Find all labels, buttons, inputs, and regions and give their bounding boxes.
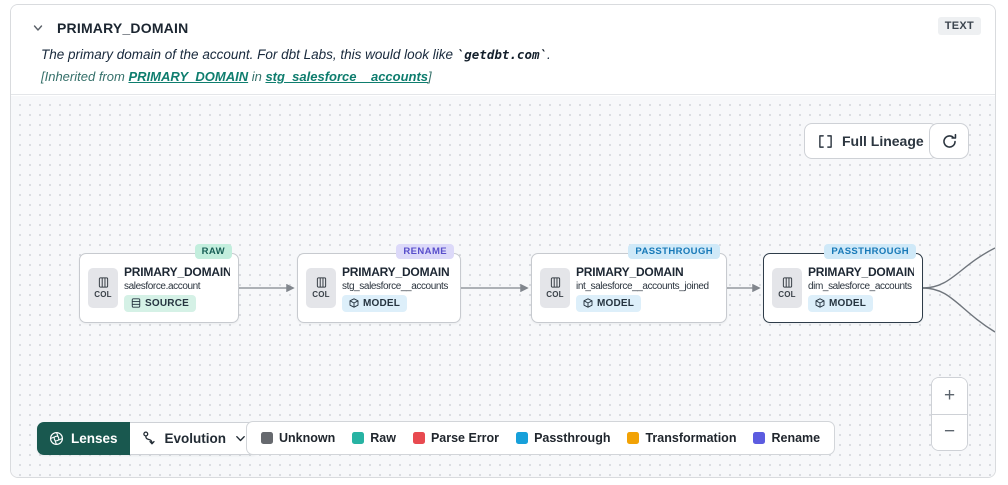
node-title: PRIMARY_DOMAIN (808, 264, 914, 279)
lineage-canvas[interactable]: RAW COL PRIMARY_DOMAIN__C salesforce.acc… (11, 96, 995, 477)
legend-swatch (516, 432, 529, 444)
node-subtitle: int_salesforce__accounts_joined (576, 280, 709, 292)
lens-selector[interactable]: Evolution (129, 422, 260, 455)
legend-item: Rename (753, 431, 820, 445)
lineage-node[interactable]: PASSTHROUGH COL PRIMARY_DOMAIN dim_sales… (763, 244, 923, 323)
col-chip: COL (772, 268, 802, 308)
full-lineage-label: Full Lineage (842, 133, 924, 149)
resource-tag-label: MODEL (363, 297, 401, 309)
col-chip: COL (540, 268, 570, 308)
fullscreen-icon (819, 134, 832, 148)
evolution-route-icon (142, 431, 155, 445)
zoom-in-button[interactable]: + (932, 378, 967, 415)
type-badge: TEXT (937, 17, 981, 35)
lineage-node[interactable]: PASSTHROUGH COL PRIMARY_DOMAIN int_sales… (531, 244, 727, 323)
lineage-panel: PRIMARY_DOMAIN TEXT The primary domain o… (10, 4, 996, 478)
zoom-out-button[interactable]: − (932, 414, 967, 450)
full-lineage-button[interactable]: Full Lineage (804, 123, 938, 159)
col-chip: COL (306, 268, 336, 308)
legend-swatch (352, 432, 365, 444)
resource-tag: MODEL (808, 294, 874, 312)
column-description: The primary domain of the account. For d… (41, 47, 551, 62)
legend-item: Passthrough (516, 431, 610, 445)
lenses-group: Lenses Evolution (37, 422, 260, 455)
node-subtitle: stg_salesforce__accounts (342, 280, 449, 292)
evolution-badge: PASSTHROUGH (628, 244, 720, 259)
legend-swatch (753, 432, 766, 444)
node-title: PRIMARY_DOMAIN (576, 264, 684, 279)
lenses-label: Lenses (71, 431, 118, 446)
column-title: PRIMARY_DOMAIN (57, 20, 189, 36)
legend-item: Unknown (261, 431, 335, 445)
node-title: PRIMARY_DOMAIN (342, 264, 450, 279)
legend-label: Passthrough (534, 431, 611, 445)
resource-tag-label: MODEL (829, 297, 867, 309)
selected-lens-label: Evolution (164, 431, 227, 446)
col-chip-label: COL (778, 290, 796, 299)
col-chip-label: COL (312, 290, 330, 299)
col-chip-label: COL (546, 290, 564, 299)
inherited-column-link[interactable]: PRIMARY_DOMAIN (128, 69, 249, 84)
refresh-icon (942, 133, 956, 148)
aperture-icon (49, 431, 64, 446)
model-cube-icon (583, 298, 593, 308)
legend-label: Parse Error (430, 431, 500, 445)
columns-icon (782, 277, 792, 288)
evolution-badge: RENAME (396, 244, 454, 259)
model-cube-icon (349, 298, 359, 308)
legend-swatch (412, 432, 425, 444)
legend-swatch (627, 432, 640, 444)
database-icon (131, 298, 141, 308)
node-subtitle: dim_salesforce_accounts (808, 280, 912, 292)
resource-tag: MODEL (576, 294, 642, 312)
legend-label: Unknown (279, 431, 336, 445)
refresh-button[interactable] (929, 123, 969, 159)
evolution-legend: Unknown Raw Parse Error Passthrough Tran… (246, 421, 836, 455)
zoom-controls: + − (931, 377, 968, 451)
resource-tag: SOURCE (124, 294, 196, 312)
chevron-down-icon (236, 435, 245, 442)
model-cube-icon (815, 298, 825, 308)
inherited-note: [Inherited from PRIMARY_DOMAIN in stg_sa… (41, 69, 432, 84)
node-title: PRIMARY_DOMAIN__C (124, 264, 230, 279)
legend-label: Raw (370, 431, 396, 445)
legend-item: Parse Error (412, 431, 500, 445)
lineage-node[interactable]: RENAME COL PRIMARY_DOMAIN stg_salesforce… (297, 244, 461, 323)
columns-icon (316, 277, 326, 288)
legend-item: Transformation (627, 431, 736, 445)
column-header: PRIMARY_DOMAIN TEXT The primary domain o… (11, 5, 995, 95)
legend-item: Raw (352, 431, 396, 445)
legend-swatch (261, 432, 273, 444)
resource-tag-label: SOURCE (145, 297, 189, 309)
code-snippet: `getdbt.com` (456, 47, 548, 62)
resource-tag-label: MODEL (597, 297, 635, 309)
evolution-badge: RAW (194, 244, 232, 259)
columns-icon (550, 277, 560, 288)
node-subtitle: salesforce.account (124, 280, 201, 292)
lineage-node[interactable]: RAW COL PRIMARY_DOMAIN__C salesforce.acc… (79, 244, 239, 323)
legend-label: Rename (771, 431, 821, 445)
columns-icon (98, 277, 108, 288)
col-chip-label: COL (94, 290, 112, 299)
legend-label: Transformation (645, 431, 737, 445)
col-chip: COL (88, 268, 118, 308)
inherited-model-link[interactable]: stg_salesforce__accounts (265, 69, 429, 84)
lenses-button[interactable]: Lenses (37, 422, 130, 455)
evolution-badge: PASSTHROUGH (824, 244, 916, 259)
collapse-chevron-icon[interactable] (29, 19, 47, 37)
resource-tag: MODEL (342, 294, 408, 312)
